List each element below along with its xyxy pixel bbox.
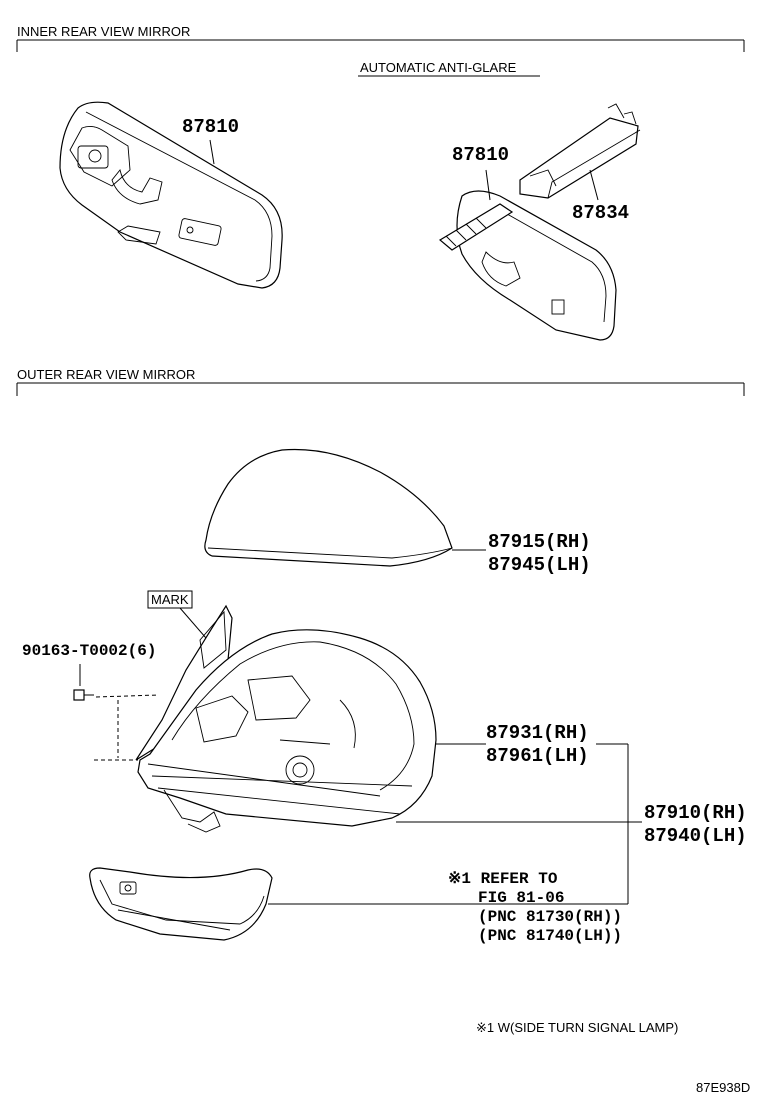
inner-mirror-auto: AUTOMATIC ANTI-GLARE 87810 87834 [358, 60, 641, 341]
screw: 90163-T0002(6) [22, 642, 159, 761]
sub-assy-lh-part-number: 87961(LH) [486, 745, 589, 767]
sub-assy-rh-part-number: 87931(RH) [486, 722, 589, 744]
cover-lh-part-number: 87945(LH) [488, 554, 591, 576]
inner-mirror-auto-part-number: 87810 [452, 144, 509, 166]
refer-line-1: ※1 REFER TO [448, 870, 558, 888]
screw-part-number: 90163-T0002(6) [22, 642, 156, 660]
assembly-rh-part-number: 87910(RH) [644, 802, 747, 824]
side-turn-signal-lamp: ※1 REFER TO FIG 81-06 (PNC 81730(RH)) (P… [89, 867, 628, 945]
footnote: ※1 W(SIDE TURN SIGNAL LAMP) [476, 1020, 678, 1035]
figure-code: 87E938D [696, 1080, 750, 1095]
outer-section-header: OUTER REAR VIEW MIRROR [16, 367, 745, 396]
outer-section-title: OUTER REAR VIEW MIRROR [17, 367, 195, 382]
inner-mirror-standard: 87810 [59, 101, 283, 289]
cover-part-number: 87834 [572, 202, 629, 224]
outer-mirror-cover: 87915(RH) 87945(LH) [204, 448, 591, 576]
cover-rh-part-number: 87915(RH) [488, 531, 591, 553]
mark-box [147, 590, 193, 609]
refer-line-2: FIG 81-06 [478, 889, 564, 907]
inner-mirror-part-number: 87810 [182, 116, 239, 138]
refer-line-4: (PNC 81740(LH)) [478, 927, 622, 945]
mark-callout: MARK [147, 590, 207, 639]
inner-section-title: INNER REAR VIEW MIRROR [17, 24, 190, 39]
outer-mirror-assembly: 87931(RH) 87961(LH) 87910(RH) 87940(LH) [135, 604, 747, 904]
refer-line-3: (PNC 81730(RH)) [478, 908, 622, 926]
inner-section-header: INNER REAR VIEW MIRROR [16, 24, 745, 52]
assembly-lh-part-number: 87940(LH) [644, 825, 747, 847]
auto-anti-glare-label: AUTOMATIC ANTI-GLARE [360, 60, 517, 75]
mark-label: MARK [151, 592, 189, 607]
